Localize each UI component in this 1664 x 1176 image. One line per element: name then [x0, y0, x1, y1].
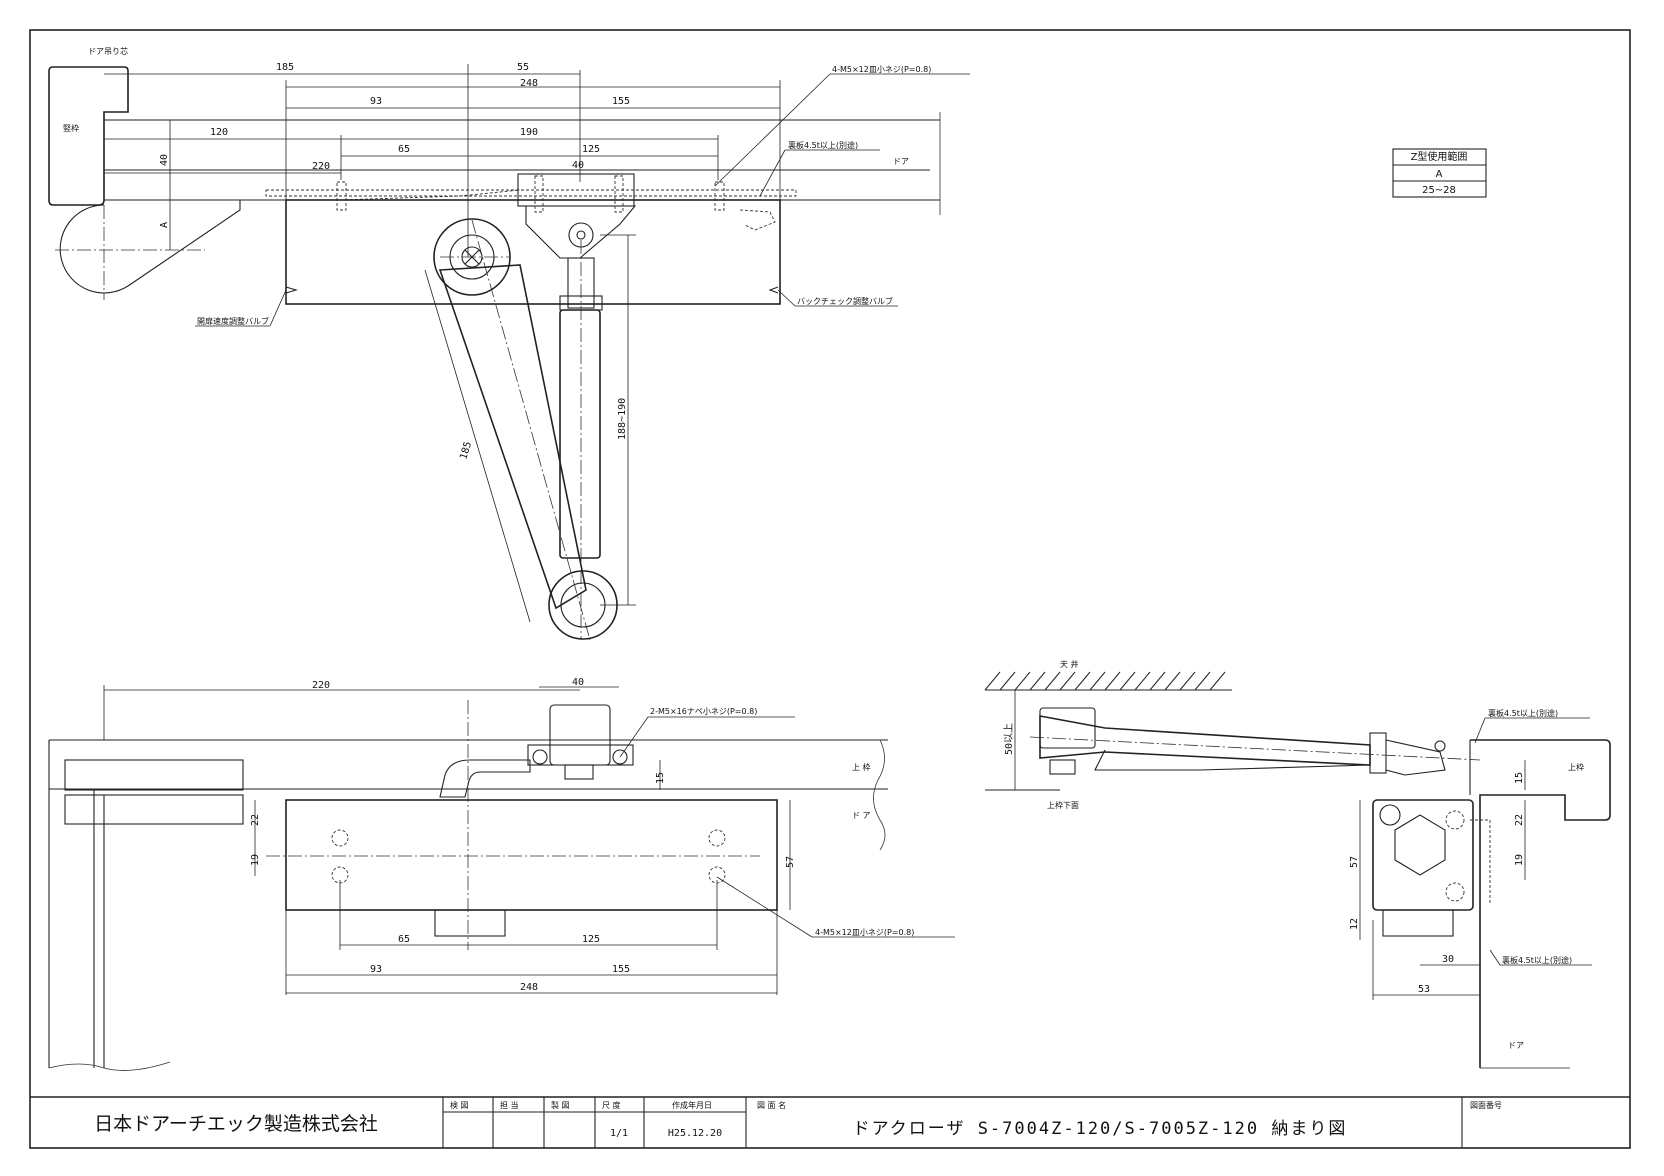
dim-185-top: 185 [276, 62, 294, 73]
col-draw: 製 図 [551, 1100, 570, 1110]
col-date: 作成年月日 [672, 1100, 712, 1110]
dim-19-front: 19 [250, 854, 261, 866]
closer-body-front [285, 799, 778, 911]
side-arm [1039, 715, 1371, 766]
backing-top-label: 裏板4.5t以上(別途) [1488, 708, 1558, 718]
backing-callout-top: 裏板4.5t以上(別途) [788, 140, 858, 150]
col-scale: 尺 度 [602, 1100, 621, 1110]
drawing-name: ドアクローザ S-7004Z-120/S-7005Z-120 納まり図 [853, 1119, 1348, 1139]
dim-15-front: 15 [655, 772, 666, 784]
title-block: 日本ドアーチエック製造株式会社 検 図 担 当 製 図 尺 度 作成年月日 図 … [30, 1096, 1630, 1148]
closer-body-top [285, 199, 781, 305]
side-frame [1470, 739, 1611, 1068]
dim-93-top: 93 [370, 96, 382, 107]
dim-53-side: 53 [1418, 984, 1430, 995]
dim-30-side: 30 [1442, 954, 1454, 965]
dim-155-top: 155 [612, 96, 630, 107]
dim-57-side: 57 [1349, 856, 1360, 868]
dim-57-front: 57 [785, 856, 796, 868]
screw-holes-front [331, 829, 726, 884]
dim-125-front: 125 [582, 934, 600, 945]
dim-188-190: 188~190 [617, 398, 628, 440]
dim-22-side: 22 [1514, 814, 1525, 826]
door-pivot-circle [59, 200, 241, 294]
date-value: H25.12.20 [668, 1128, 722, 1139]
bracket-front [439, 759, 531, 798]
door-label-front: ド ア [852, 811, 871, 820]
col-number: 図面番号 [1470, 1100, 1502, 1110]
ceiling-label: 天 井 [1060, 659, 1079, 669]
door-pivot-label: ドア吊り芯 [88, 46, 128, 56]
screw-callout-front: 4-M5×12皿小ネジ(P=0.8) [815, 928, 914, 937]
sheet-border [29, 29, 1631, 1149]
bracket-top [525, 205, 637, 259]
col-name: 図 面 名 [757, 1100, 786, 1110]
dim-55: 55 [517, 62, 529, 73]
top-view: ドア吊り芯 竪枠 ドア 185 55 248 93 155 120 190 65… [48, 46, 970, 641]
dim-50: 50以上 [1003, 723, 1015, 755]
door-label-top: ドア [893, 157, 909, 166]
side-view: 天 井 上枠下面 50以上 裏板4.5t以上(別途) 上枠 15 22 19 5… [984, 659, 1611, 1069]
dim-185-arm: 185 [458, 440, 474, 460]
dim-248-top: 248 [520, 78, 538, 89]
dim-120: 120 [210, 127, 228, 138]
frame-label-front: 上 枠 [852, 762, 871, 772]
backing-bottom-label: 裏板4.5t以上(別途) [1502, 955, 1572, 965]
frame-label-side: 上枠 [1568, 762, 1584, 772]
range-table: Z型使用範囲 A 25~28 [1392, 148, 1487, 198]
dim-22-front: 22 [250, 814, 261, 826]
front-view: 220 40 2-M5×16ナベ小ネジ(P=0.8) 上 枠 ド ア 15 22… [48, 677, 955, 1071]
bracket-callout: 2-M5×16ナベ小ネジ(P=0.8) [650, 707, 757, 716]
main-arm [438, 264, 587, 610]
dim-190: 190 [520, 127, 538, 138]
dim-248-front: 248 [520, 982, 538, 993]
dim-65-top: 65 [398, 144, 410, 155]
dim-19-side: 19 [1514, 854, 1525, 866]
col-check: 検 図 [450, 1100, 469, 1110]
door-label-side: ドア [1508, 1041, 1524, 1050]
valve-right-label: バックチェック調整バルブ [797, 296, 893, 306]
dim-220-top: 220 [312, 161, 330, 172]
dim-12-side: 12 [1349, 918, 1360, 930]
dim-40-side: 40 [159, 154, 170, 166]
frame-bottom-label: 上枠下面 [1047, 800, 1079, 810]
range-table-title: Z型使用範囲 [1411, 150, 1468, 163]
dim-125-top: 125 [582, 144, 600, 155]
scale-value: 1/1 [610, 1128, 628, 1139]
dim-93-front: 93 [370, 964, 382, 975]
dim-15-side: 15 [1514, 772, 1525, 784]
dim-40-front: 40 [572, 677, 584, 688]
frame-label: 竪枠 [63, 123, 79, 133]
company-name: 日本ドアーチエック製造株式会社 [94, 1113, 378, 1135]
range-table-value: 25~28 [1422, 185, 1456, 196]
dim-40-top: 40 [572, 160, 584, 171]
dim-a: A [159, 222, 170, 228]
screw-callout-top: 4-M5×12皿小ネジ(P=0.8) [832, 65, 931, 74]
range-table-header: A [1436, 169, 1443, 180]
dim-65-front: 65 [398, 934, 410, 945]
vertical-frame [48, 66, 129, 206]
col-charge: 担 当 [500, 1100, 519, 1110]
dim-220-front: 220 [312, 680, 330, 691]
dim-155-front: 155 [612, 964, 630, 975]
valve-left-label: 開扉速度調整バルブ [197, 316, 269, 326]
